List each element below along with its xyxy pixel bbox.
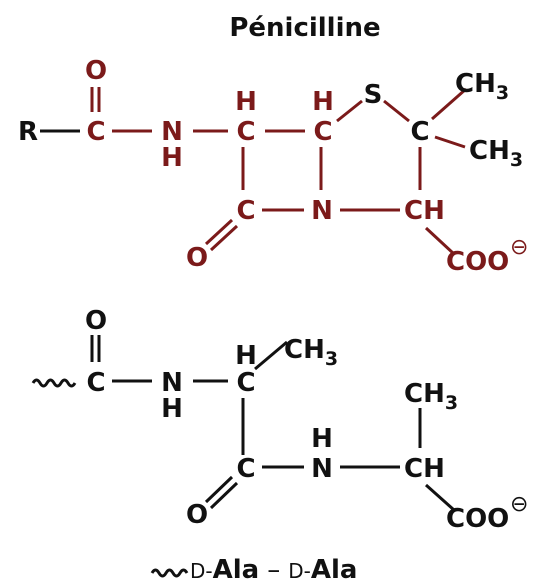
- atom-s: S: [364, 80, 383, 110]
- ch3-2-label: CH: [469, 136, 510, 166]
- pep-atom-c-alpha: C: [236, 368, 255, 398]
- caption-prefix-1: D-: [190, 559, 213, 583]
- group-ch3-2: CH3: [469, 136, 523, 171]
- bond-ch-coo: [424, 226, 456, 256]
- pep-ch3-top-subscript: 3: [325, 348, 338, 370]
- pep-atom-n2: N: [311, 454, 333, 484]
- pep-bond-calpha-ch3: [254, 340, 288, 371]
- pep-group-coo: COO: [446, 504, 509, 534]
- atom-r: R: [18, 117, 38, 147]
- atom-h-alpha: H: [235, 87, 257, 117]
- charge-minus-icon: ⊖: [510, 235, 528, 260]
- caption-ala-2: Ala: [311, 555, 358, 585]
- pep-group-ch: CH: [404, 454, 445, 484]
- atom-c-ring: C: [313, 117, 332, 147]
- pep-atom-c2: C: [236, 454, 255, 484]
- figure-title: Pénicilline: [229, 13, 380, 43]
- bond-s-cgem: [383, 99, 410, 123]
- caption-text: D-Ala–D-Ala: [190, 555, 357, 585]
- pep-atom-c-carbonyl: C: [86, 368, 105, 398]
- ch3-1-label: CH: [455, 69, 496, 99]
- caption-dash: –: [267, 555, 280, 585]
- pep-atom-h-alpha: H: [235, 341, 257, 371]
- pep-atom-nh2-h: H: [311, 424, 333, 454]
- ch3-2-subscript: 3: [510, 149, 523, 171]
- pep-ch3-right-label: CH: [404, 379, 445, 409]
- caption-dala-dala: D-Ala–D-Ala: [150, 555, 357, 585]
- bond-lactam-co-2: [209, 224, 239, 252]
- pep-atom-o-top: O: [85, 306, 107, 336]
- wavy-bond-icon: [31, 378, 77, 388]
- atom-c-carbonyl: C: [86, 117, 105, 147]
- atom-n: N: [161, 117, 183, 147]
- group-ch: CH: [404, 196, 445, 226]
- caption-prefix-2: D-: [288, 559, 311, 583]
- pep-group-ch3-right: CH3: [404, 379, 458, 414]
- group-ch3-1: CH3: [455, 69, 509, 104]
- pep-bond-ch-coo: [425, 483, 455, 512]
- ch3-1-subscript: 3: [496, 82, 509, 104]
- pep-bond-c2o-1: [204, 475, 234, 504]
- pep-ch3-right-subscript: 3: [445, 392, 458, 414]
- atom-c-lactam: C: [236, 196, 255, 226]
- pep-atom-o2: O: [186, 500, 208, 530]
- bond-lactam-co-1: [204, 218, 234, 246]
- bond-cring-s: [336, 99, 363, 123]
- pep-bond-c2o-2: [209, 481, 239, 510]
- bond-cgem-ch3-1: [431, 87, 467, 121]
- atom-c-alpha: C: [236, 117, 255, 147]
- pep-atom-nh-h: H: [161, 394, 183, 424]
- caption-wavy-icon: [150, 568, 189, 578]
- atom-nh-h: H: [161, 143, 183, 173]
- group-coo: COO: [446, 247, 509, 277]
- dala-dala-structure: O C N H C H CH3 C O N H CH CH3 COO ⊖: [31, 306, 528, 534]
- atom-h-ring: H: [312, 87, 334, 117]
- atom-c-gem: C: [410, 117, 429, 147]
- bond-cgem-ch3-2: [434, 135, 466, 149]
- caption-ala-1: Ala: [213, 555, 260, 585]
- pep-atom-n: N: [161, 368, 183, 398]
- pep-ch3-top-label: CH: [284, 335, 325, 365]
- atom-o-lactam: O: [186, 243, 208, 273]
- atom-o-top: O: [85, 56, 107, 86]
- penicillin-structure: R C O N H C H C H S C CH3 CH3 C O N CH C…: [18, 56, 528, 277]
- atom-n-ring: N: [311, 196, 333, 226]
- pep-charge-minus-icon: ⊖: [510, 492, 528, 517]
- pep-group-ch3-top: CH3: [284, 335, 338, 370]
